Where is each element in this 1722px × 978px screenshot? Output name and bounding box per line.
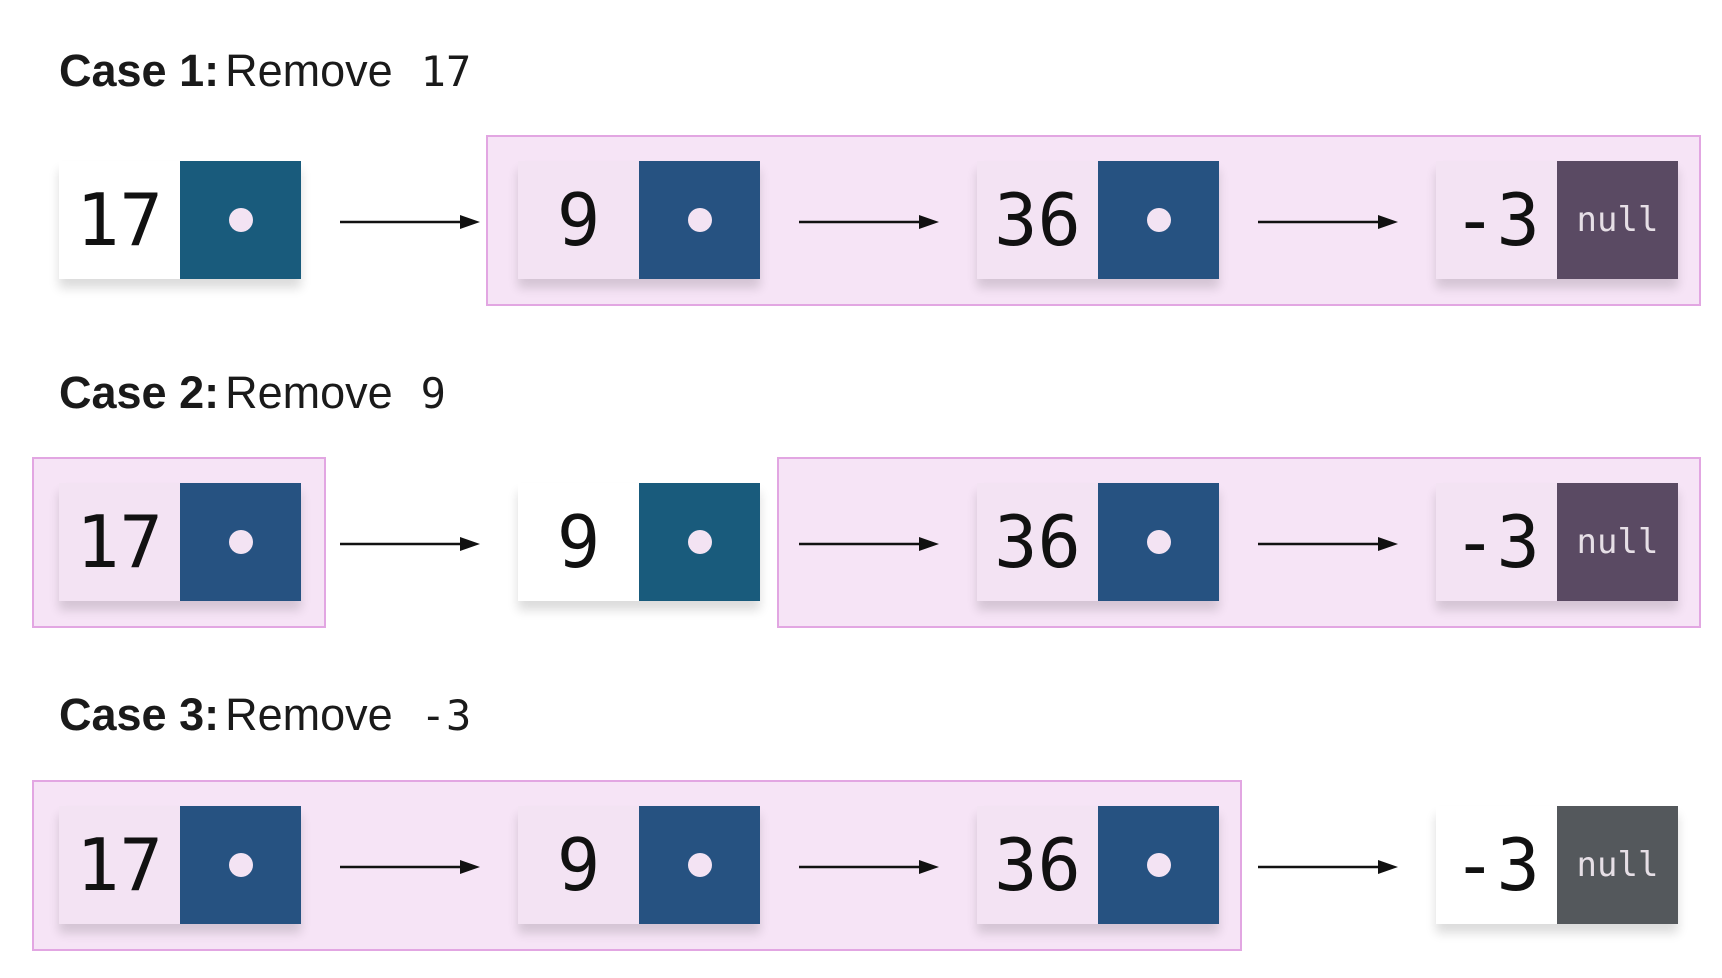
node-value: 36 xyxy=(977,483,1098,601)
arrow-icon xyxy=(1258,860,1398,874)
list-node-17: 17 xyxy=(59,806,301,924)
list-node-9: 9 xyxy=(518,483,760,601)
null-label: null xyxy=(1576,845,1659,885)
pointer-dot-icon xyxy=(687,530,712,554)
list-node-17: 17 xyxy=(59,161,301,279)
node-pointer xyxy=(1098,806,1219,924)
list-node-neg3: -3 null xyxy=(1436,806,1678,924)
pointer-dot-icon xyxy=(1146,530,1171,554)
node-value: 36 xyxy=(977,161,1098,279)
node-value: 36 xyxy=(977,806,1098,924)
node-value: 9 xyxy=(518,806,639,924)
node-pointer xyxy=(639,483,760,601)
null-label: null xyxy=(1576,522,1659,562)
case-label: Case 1: xyxy=(59,45,220,96)
node-pointer xyxy=(1098,483,1219,601)
pointer-dot-icon xyxy=(1146,853,1171,877)
null-label: null xyxy=(1576,200,1659,240)
arrow-icon xyxy=(799,860,939,874)
node-pointer xyxy=(180,161,301,279)
arrow-icon xyxy=(340,860,480,874)
node-value: -3 xyxy=(1436,483,1557,601)
node-value: 9 xyxy=(518,483,639,601)
list-node-17: 17 xyxy=(59,483,301,601)
node-value: 17 xyxy=(59,483,180,601)
case-value: -3 xyxy=(420,691,472,740)
pointer-dot-icon xyxy=(1146,208,1171,232)
arrow-icon xyxy=(340,537,480,551)
node-pointer xyxy=(1098,161,1219,279)
list-node-9: 9 xyxy=(518,161,760,279)
pointer-dot-icon xyxy=(687,208,712,232)
node-value: 17 xyxy=(59,161,180,279)
pointer-dot-icon xyxy=(687,853,712,877)
arrow-icon xyxy=(1258,215,1398,229)
case-verb: Remove xyxy=(225,689,393,740)
case-value: 17 xyxy=(420,47,472,96)
case-label: Case 3: xyxy=(59,689,220,740)
node-null-pointer: null xyxy=(1557,161,1678,279)
node-value: -3 xyxy=(1436,806,1557,924)
node-null-pointer: null xyxy=(1557,483,1678,601)
list-node-36: 36 xyxy=(977,161,1219,279)
list-node-neg3: -3 null xyxy=(1436,161,1678,279)
pointer-dot-icon xyxy=(228,853,253,877)
node-null-pointer: null xyxy=(1557,806,1678,924)
list-node-9: 9 xyxy=(518,806,760,924)
arrow-icon xyxy=(340,215,480,229)
node-value: -3 xyxy=(1436,161,1557,279)
case-1-title: Case 1:Remove 17 xyxy=(59,45,472,97)
node-pointer xyxy=(180,806,301,924)
case-3-title: Case 3:Remove -3 xyxy=(59,689,472,741)
pointer-dot-icon xyxy=(228,208,253,232)
list-node-36: 36 xyxy=(977,483,1219,601)
arrow-icon xyxy=(799,537,939,551)
node-pointer xyxy=(639,806,760,924)
node-pointer xyxy=(639,161,760,279)
case-value: 9 xyxy=(420,369,446,418)
case-verb: Remove xyxy=(225,45,393,96)
pointer-dot-icon xyxy=(228,530,253,554)
case-label: Case 2: xyxy=(59,367,220,418)
case-verb: Remove xyxy=(225,367,393,418)
list-node-36: 36 xyxy=(977,806,1219,924)
node-pointer xyxy=(180,483,301,601)
arrow-icon xyxy=(799,215,939,229)
node-value: 17 xyxy=(59,806,180,924)
case-2-title: Case 2:Remove 9 xyxy=(59,367,446,419)
node-value: 9 xyxy=(518,161,639,279)
arrow-icon xyxy=(1258,537,1398,551)
list-node-neg3: -3 null xyxy=(1436,483,1678,601)
